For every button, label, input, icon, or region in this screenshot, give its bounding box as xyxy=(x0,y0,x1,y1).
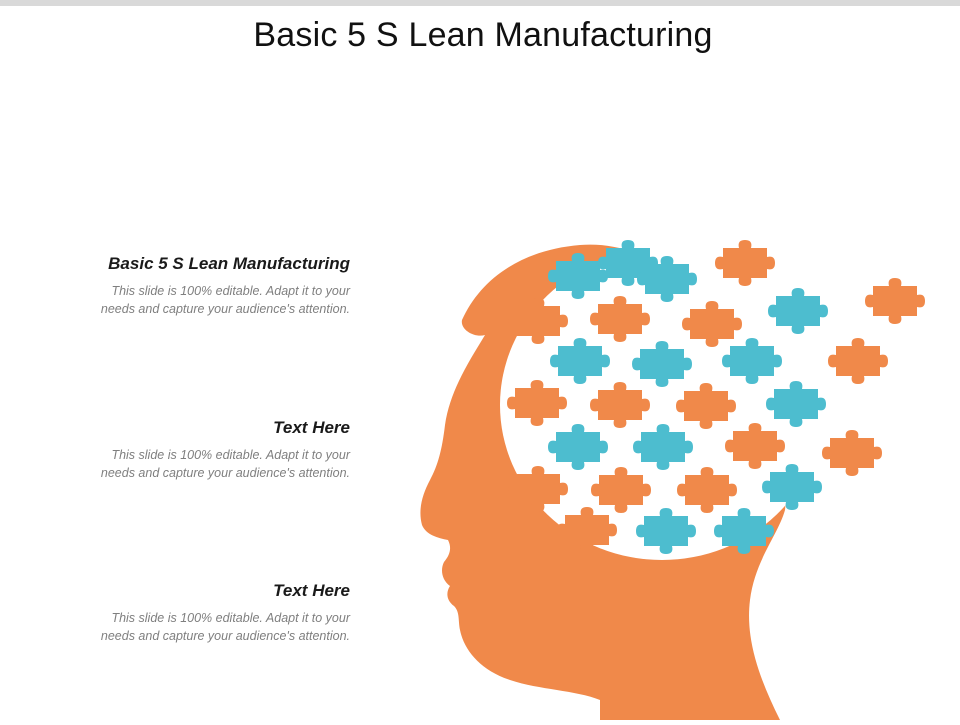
text-block-1: Basic 5 S Lean Manufacturing This slide … xyxy=(30,254,350,318)
puzzle-piece xyxy=(828,338,888,384)
text-block-body: This slide is 100% editable. Adapt it to… xyxy=(30,446,350,482)
text-block-3: Text Here This slide is 100% editable. A… xyxy=(30,581,350,645)
text-block-body: This slide is 100% editable. Adapt it to… xyxy=(30,282,350,318)
body-line: needs and capture your audience's attent… xyxy=(100,302,350,316)
text-block-heading: Basic 5 S Lean Manufacturing xyxy=(108,254,350,273)
body-line: This slide is 100% editable. Adapt it to… xyxy=(111,448,350,462)
head-cavity xyxy=(500,250,824,560)
slide-title: Basic 5 S Lean Manufacturing xyxy=(253,16,713,54)
puzzle-piece xyxy=(865,278,925,324)
body-line: needs and capture your audience's attent… xyxy=(100,629,350,643)
body-line: This slide is 100% editable. Adapt it to… xyxy=(111,284,350,298)
puzzle-piece xyxy=(822,430,882,476)
text-block-heading: Text Here xyxy=(273,418,350,437)
body-line: This slide is 100% editable. Adapt it to… xyxy=(111,611,350,625)
top-bar xyxy=(0,0,960,6)
head-with-puzzle-pieces-icon xyxy=(400,220,940,720)
text-block-body: This slide is 100% editable. Adapt it to… xyxy=(30,609,350,645)
text-block-heading: Text Here xyxy=(273,581,350,600)
body-line: needs and capture your audience's attent… xyxy=(100,466,350,480)
text-block-2: Text Here This slide is 100% editable. A… xyxy=(30,418,350,482)
